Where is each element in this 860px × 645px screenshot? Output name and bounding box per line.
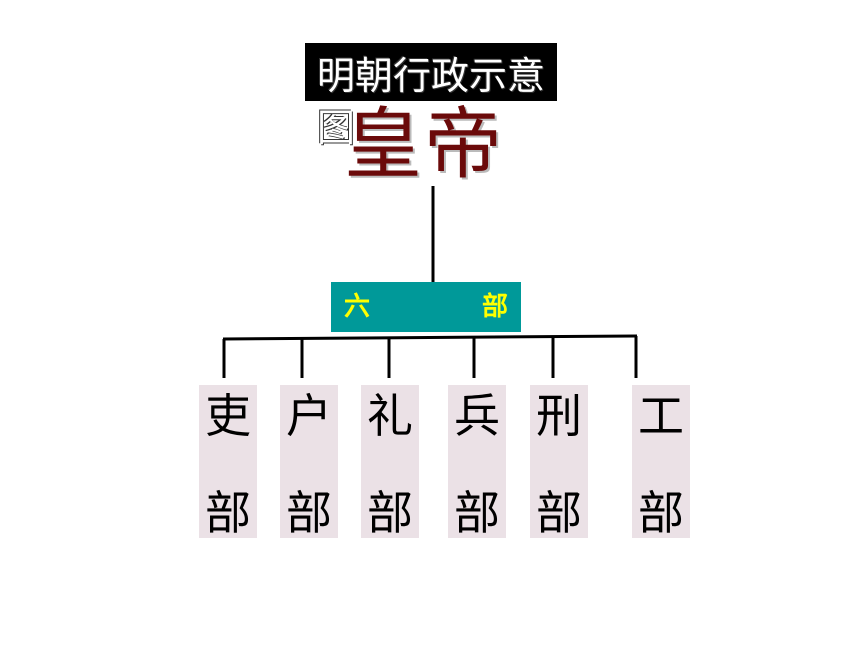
dept-char-bottom: 部 — [205, 486, 251, 540]
dept-char-bottom: 部 — [367, 486, 413, 540]
dept-char-top: 兵 — [454, 389, 500, 443]
emperor-node: 皇帝 — [344, 100, 505, 190]
liubu-char-1: 六 — [344, 292, 371, 322]
dept-char-bottom: 部 — [536, 486, 582, 540]
dept-libu-personnel: 吏 部 — [199, 385, 257, 538]
dept-gongbu: 工 部 — [632, 385, 690, 538]
dept-bingbu: 兵 部 — [448, 385, 506, 538]
dept-char-bottom: 部 — [454, 486, 500, 540]
dept-char-bottom: 部 — [638, 486, 684, 540]
liubu-char-2: 部 — [481, 292, 508, 322]
dept-hubu: 户 部 — [280, 385, 338, 538]
dept-char-top: 吏 — [205, 389, 251, 443]
dept-char-top: 工 — [638, 389, 684, 443]
dept-char-top: 礼 — [367, 389, 413, 443]
branch-bar — [222, 334, 638, 341]
dept-xingbu: 刑 部 — [530, 385, 588, 538]
liubu-node: 六 部 — [331, 282, 521, 332]
dept-libu-rites: 礼 部 — [361, 385, 419, 538]
dept-char-bottom: 部 — [286, 486, 332, 540]
title-box — [305, 43, 557, 101]
dept-char-top: 户 — [286, 389, 332, 443]
diagram-title: 明朝行政示意图 — [317, 54, 546, 150]
dept-char-top: 刑 — [536, 389, 582, 443]
